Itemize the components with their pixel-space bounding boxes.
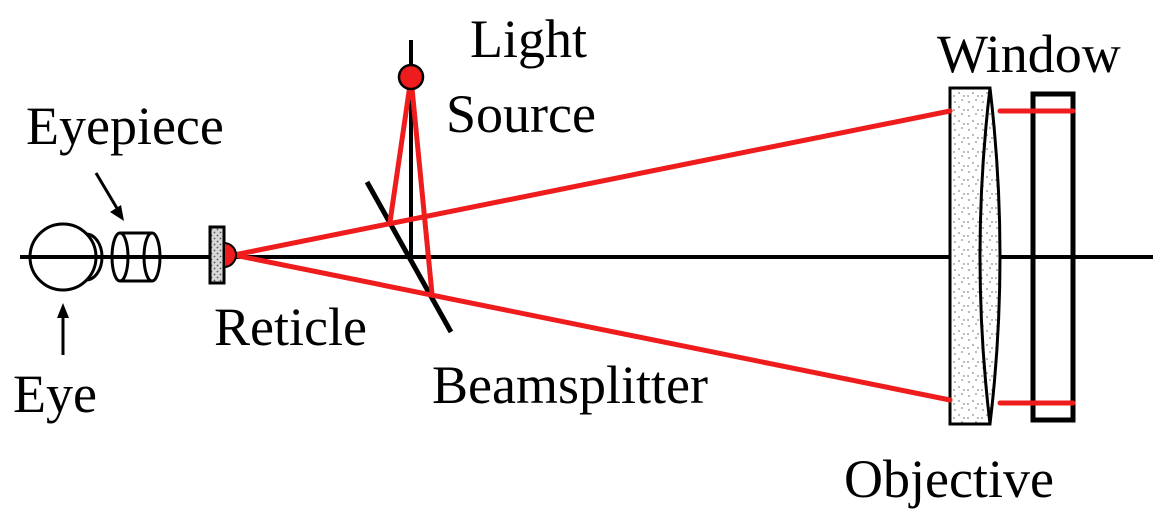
- eyepiece-arrow: [94, 172, 124, 221]
- reticle-label: Reticle: [214, 297, 367, 357]
- light-source-dot: [397, 63, 425, 91]
- eye-arrow: [57, 303, 69, 355]
- objective-lens: [948, 86, 1002, 426]
- light-source-label-line2: Source: [446, 84, 596, 144]
- light-source-label-line1: Light: [470, 9, 587, 69]
- window-plate: [1030, 91, 1076, 423]
- beamsplitter-plate: [364, 180, 454, 334]
- light-rays: [231, 75, 1076, 406]
- eyepiece-label: Eyepiece: [26, 96, 224, 156]
- eye-label: Eye: [13, 364, 97, 424]
- window-label: Window: [937, 24, 1121, 84]
- objective-label: Objective: [844, 449, 1054, 509]
- reticle-element: [208, 225, 237, 285]
- beamsplitter-label: Beamsplitter: [432, 355, 708, 415]
- eyepiece-lens: [110, 231, 162, 283]
- eye-shape: [28, 222, 104, 292]
